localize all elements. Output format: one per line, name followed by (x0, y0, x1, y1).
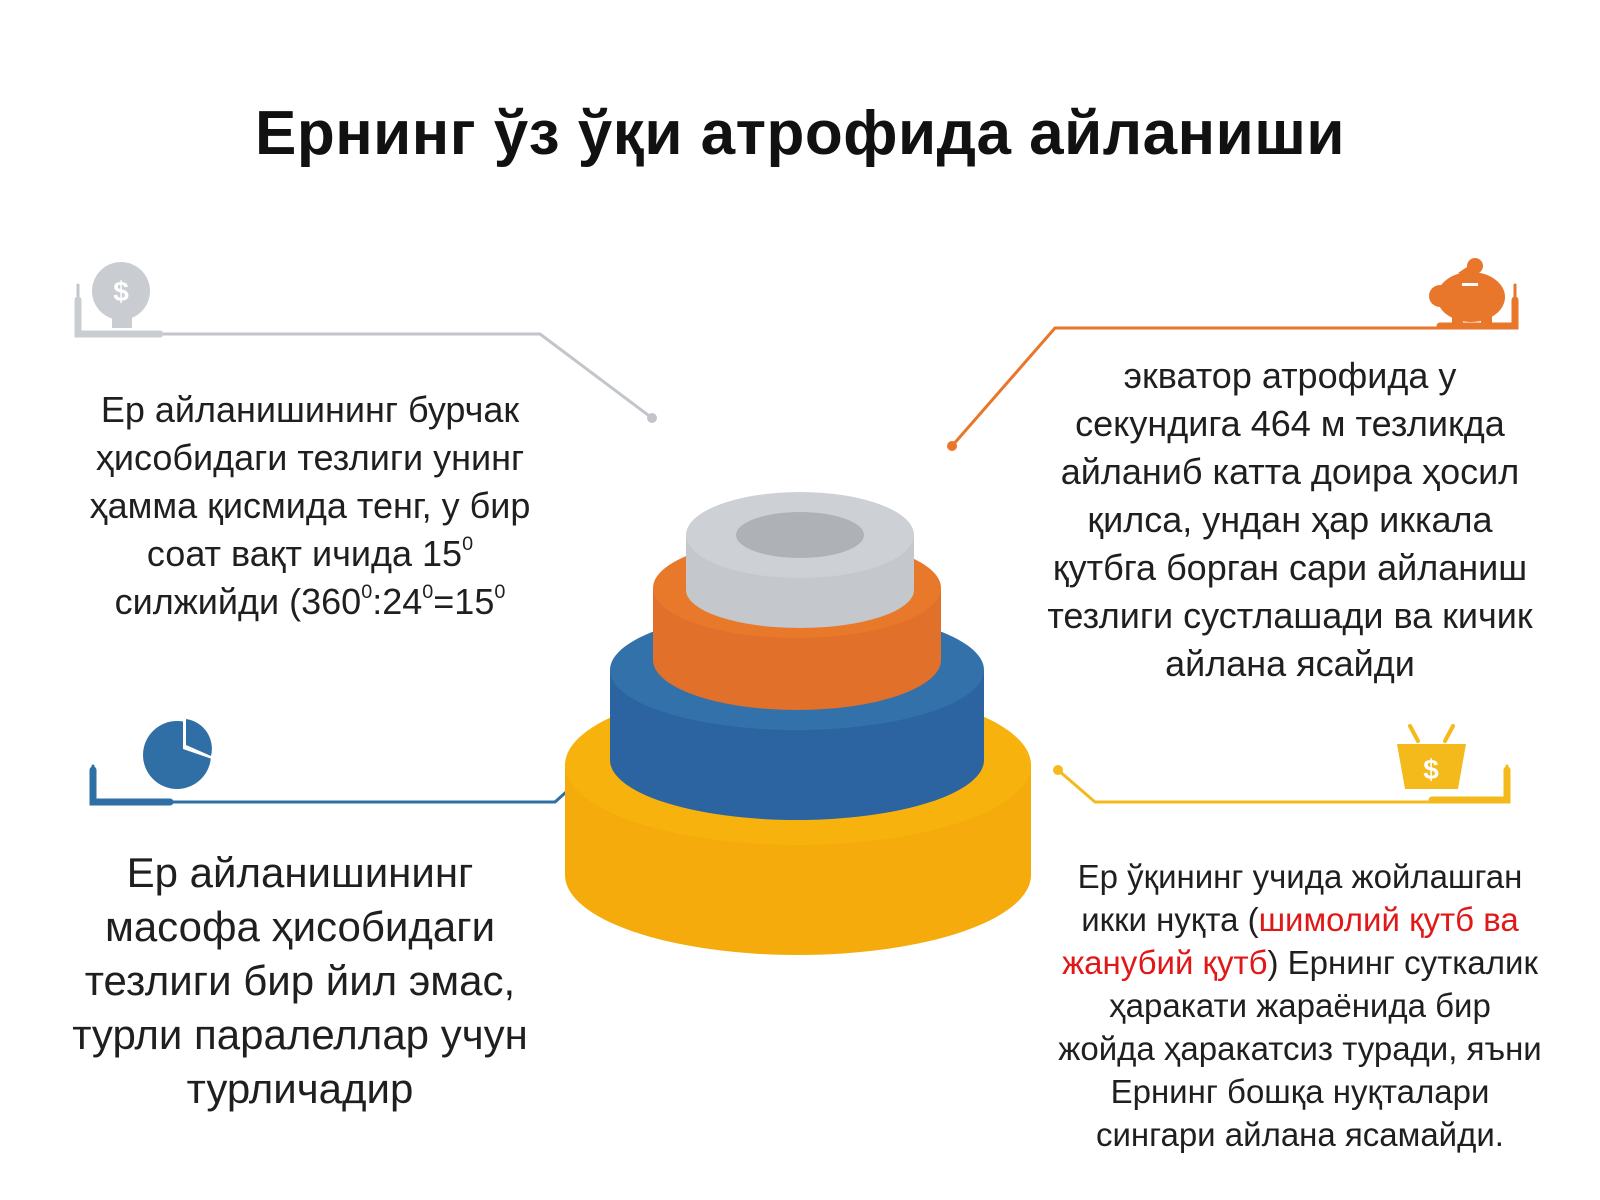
text-line: қутбга борган сари айланиш (1052, 547, 1528, 588)
text-line: сингари айлана ясамайди. (1096, 1116, 1504, 1153)
text-block-top-left: Ер айланишининг бурчак ҳисобидаги тезлиг… (40, 386, 580, 626)
shopping-basket-dollar-icon: $ (1397, 724, 1466, 789)
page-title: Ернинг ўз ўқи атрофида айланиши (255, 99, 1345, 168)
text-line: масофа ҳисобидаги (104, 903, 496, 950)
text-line: ҳамма қисмида тенг, у бир (89, 485, 531, 526)
text-line: қилса, ундан ҳар иккала (1087, 499, 1493, 540)
svg-text:$: $ (113, 276, 129, 307)
pie-chart-icon (143, 715, 217, 789)
stacked-cylinders (565, 492, 1031, 955)
text-line: жанубий қутб) Ернинг суткалик (1062, 944, 1538, 981)
text-line: силжийди (3600:240=150 (114, 581, 506, 622)
text-line: секундига 464 м тезликда (1075, 403, 1505, 444)
text-line: турли паралеллар учун (72, 1011, 528, 1058)
highlight-poles: жанубий қутб (1062, 944, 1268, 981)
dollar-coin-icon: $ (92, 262, 150, 328)
text-block-top-right: экватор атрофида у секундига 464 м тезли… (1000, 352, 1580, 688)
icon-pedestal-bottom-left (89, 766, 174, 806)
icon-pedestal-top-right (1436, 296, 1519, 330)
text-line: тезлиги бир йил эмас, (84, 957, 516, 1004)
text-block-bottom-right: Ер ўқининг учида жойлашган икки нуқта (ш… (1030, 855, 1570, 1156)
text-line: ҳисобидаги тезлиги унинг (95, 437, 525, 478)
text-line: Ернинг бошқа нуқталари (1110, 1073, 1490, 1110)
icon-pedestal-top-left (74, 296, 164, 338)
text-line: икки нуқта (шимолий қутб ва (1081, 901, 1519, 938)
text-line: тезлиги сустлашади ва кичик (1047, 595, 1533, 636)
text-line: айлана ясайди (1165, 643, 1415, 684)
piggy-bank-icon (1429, 258, 1505, 329)
text-line: Ер айланишининг (126, 849, 474, 896)
text-line: Ер айланишининг бурчак (100, 389, 520, 430)
text-line: Ер ўқининг учида жойлашган (1077, 858, 1523, 895)
text-block-bottom-left: Ер айланишининг масофа ҳисобидаги тезлиг… (30, 846, 570, 1116)
text-line: жойда ҳаракатсиз туради, яъни (1058, 1030, 1542, 1067)
text-line: ҳаракати жараёнида бир (1109, 987, 1491, 1024)
highlight-poles: шимолий қутб ва (1258, 901, 1519, 938)
text-line: турличадир (186, 1065, 414, 1112)
svg-text:$: $ (1423, 754, 1439, 785)
text-line: соат вақт ичида 150 (146, 533, 474, 574)
cylinder-gray (686, 492, 914, 628)
text-line: экватор атрофида у (1123, 355, 1457, 396)
icon-pedestal-bottom-right (1428, 766, 1511, 804)
text-line: айланиб катта доира ҳосил (1060, 451, 1520, 492)
